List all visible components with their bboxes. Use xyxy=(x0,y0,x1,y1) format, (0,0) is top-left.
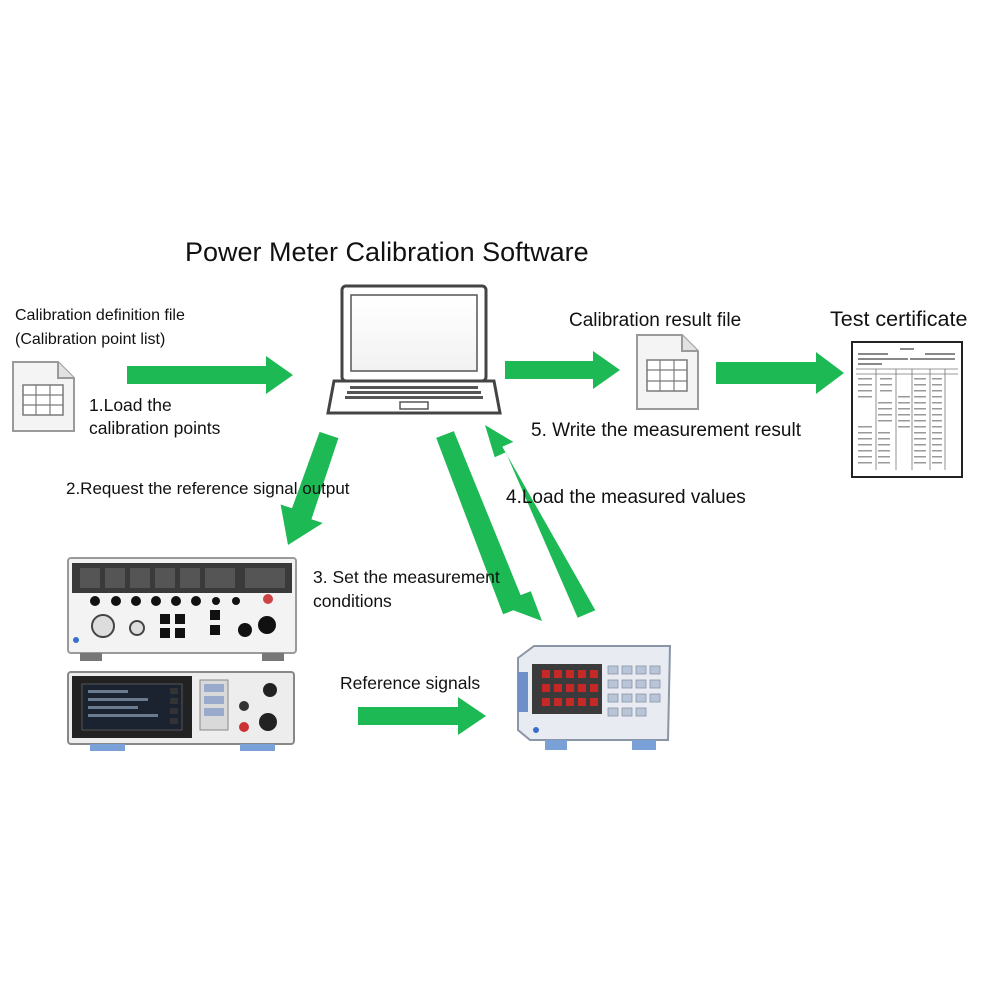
power-meter-device-icon xyxy=(517,645,672,750)
definition-file-sublabel: (Calibration point list) xyxy=(15,331,166,348)
result-file-spreadsheet-icon xyxy=(636,334,699,410)
arrow-laptop-to-result-file xyxy=(505,351,620,389)
step4-label: 4.Load the measured values xyxy=(506,487,746,508)
test-certificate-label: Test certificate xyxy=(830,307,968,331)
definition-file-spreadsheet-icon xyxy=(12,361,75,432)
calibrator-device-icon xyxy=(67,557,297,661)
step3-label-line2: conditions xyxy=(313,591,392,611)
reference-signals-label: Reference signals xyxy=(340,673,481,693)
result-file-label: Calibration result file xyxy=(569,310,742,331)
arrow-reference-signals xyxy=(358,697,486,735)
arrow-load-calibration-points xyxy=(127,356,293,394)
page-title: Power Meter Calibration Software xyxy=(185,237,589,267)
step5-label: 5. Write the measurement result xyxy=(531,420,801,441)
step3-label-line1: 3. Set the measurement xyxy=(313,567,500,587)
step2-label: 2.Request the reference signal output xyxy=(66,479,350,498)
arrow-request-reference-signal xyxy=(280,431,339,545)
laptop-icon xyxy=(326,284,502,415)
step1-label-line1: 1.Load the xyxy=(89,395,172,415)
certificate-document-icon xyxy=(851,341,963,478)
definition-file-label: Calibration definition file xyxy=(15,307,185,324)
arrow-result-to-certificate xyxy=(716,352,844,394)
signal-source-device-icon xyxy=(67,671,295,751)
step1-label-line2: calibration points xyxy=(89,418,221,438)
arrow-set-measurement-conditions xyxy=(436,431,542,621)
arrow-load-measured-values xyxy=(485,425,596,618)
